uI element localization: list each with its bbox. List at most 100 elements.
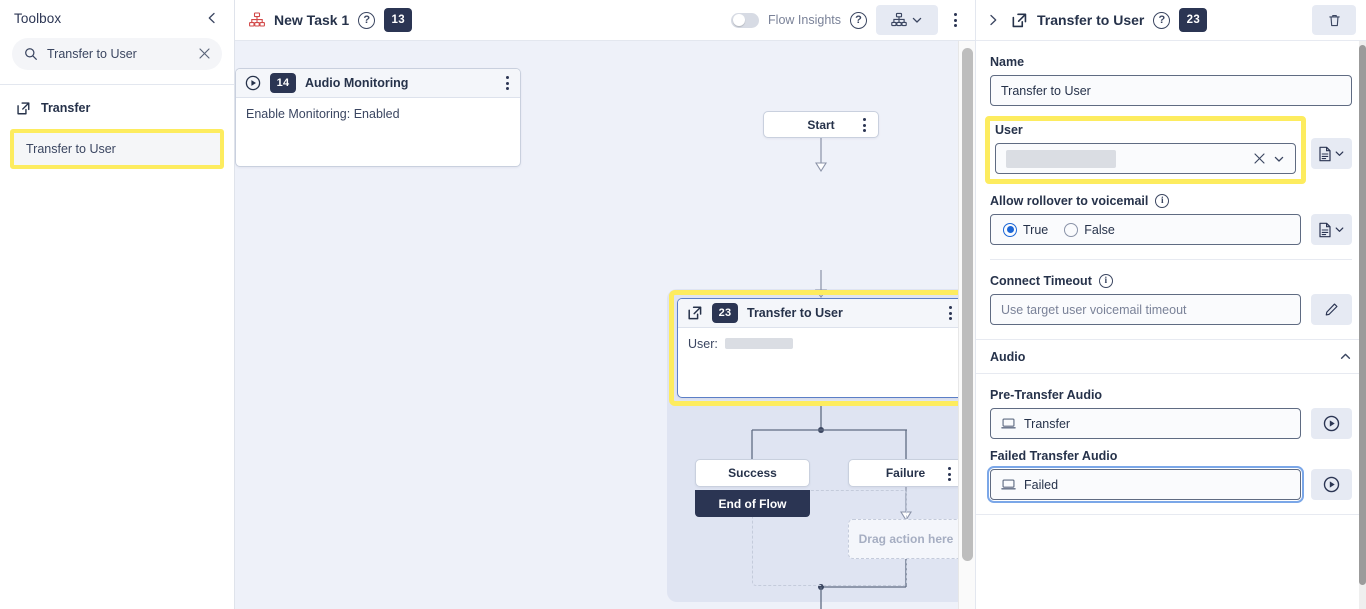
failed-transfer-play-button[interactable]	[1311, 469, 1352, 500]
flow-toolbar: New Task 1 ? 13 Flow Insights ?	[235, 0, 975, 41]
info-icon[interactable]: i	[1098, 274, 1113, 288]
canvas-scrollbar[interactable]	[958, 41, 975, 609]
toolbox-group-transfer: Transfer Transfer to User	[0, 85, 234, 169]
kebab-menu-icon[interactable]	[941, 464, 957, 484]
node-header: 14 Audio Monitoring	[236, 69, 520, 98]
field-failed-transfer-audio: Failed Transfer Audio Failed	[976, 439, 1366, 503]
field-user-highlight: User	[985, 116, 1306, 184]
info-icon[interactable]: i	[1155, 194, 1170, 208]
field-user-row: User	[985, 116, 1352, 184]
flow-insights-toggle[interactable]	[731, 12, 760, 28]
chevron-down-icon[interactable]	[1273, 153, 1285, 165]
toolbox-header: Toolbox	[0, 0, 234, 36]
delete-node-button[interactable]	[1312, 5, 1356, 35]
play-circle-icon	[1323, 476, 1340, 493]
field-connect-timeout-label: Connect Timeout i	[990, 274, 1352, 288]
kebab-menu-icon[interactable]	[499, 73, 515, 93]
external-link-icon	[687, 305, 703, 321]
field-name-label: Name	[990, 55, 1025, 69]
field-failed-transfer-label: Failed Transfer Audio	[990, 449, 1118, 463]
pre-transfer-play-button[interactable]	[1311, 408, 1352, 439]
field-user-label: User	[995, 123, 1023, 137]
chevron-left-icon[interactable]	[202, 8, 222, 28]
connect-timeout-text: Connect Timeout	[990, 274, 1092, 288]
radio-true[interactable]: True	[1003, 222, 1048, 237]
divider	[0, 84, 234, 85]
user-select[interactable]	[995, 143, 1296, 174]
pre-transfer-audio-input[interactable]: Transfer	[990, 408, 1301, 439]
section-audio-header[interactable]: Audio	[976, 339, 1366, 374]
end-of-flow-node[interactable]: End of Flow	[695, 490, 810, 517]
radio-false-circle	[1064, 222, 1079, 237]
failed-transfer-audio-value: Failed	[1024, 477, 1059, 492]
help-circle-icon[interactable]: ?	[1153, 11, 1171, 29]
panel-header: Transfer to User ? 23	[976, 0, 1366, 41]
node-start[interactable]: Start	[763, 111, 879, 138]
branch-success-label: Success	[728, 466, 777, 480]
trash-icon	[1327, 13, 1342, 28]
help-circle-icon[interactable]: ?	[358, 11, 376, 29]
close-icon[interactable]	[1254, 153, 1265, 164]
chevron-up-icon[interactable]	[1339, 350, 1352, 363]
search-icon	[24, 47, 38, 61]
branch-failure[interactable]: Failure	[848, 459, 963, 487]
node-start-label: Start	[807, 117, 835, 132]
node-badge: 14	[270, 73, 296, 93]
help-circle-icon-insights[interactable]: ?	[850, 11, 867, 29]
sitemap-icon-view	[891, 12, 907, 28]
play-circle-icon	[1323, 415, 1340, 432]
field-allow-rollover-label: Allow rollover to voicemail i	[990, 194, 1352, 208]
connect-timeout-edit-button[interactable]	[1311, 294, 1352, 325]
field-pre-transfer-label: Pre-Transfer Audio	[990, 388, 1103, 402]
search-input[interactable]: Transfer to User	[12, 38, 222, 70]
toolbox-group-label: Transfer	[41, 101, 91, 115]
panel-body: Name Transfer to User User	[976, 41, 1366, 609]
field-user: User	[976, 106, 1366, 184]
kebab-menu-icon[interactable]	[947, 10, 963, 30]
sitemap-icon	[249, 12, 265, 28]
toolbox-title: Toolbox	[14, 10, 62, 26]
connect-timeout-input[interactable]: Use target user voicemail timeout	[990, 294, 1301, 325]
chevron-down-icon	[1334, 148, 1345, 159]
radio-false[interactable]: False	[1064, 222, 1115, 237]
divider	[990, 259, 1352, 260]
name-input[interactable]: Transfer to User	[990, 75, 1352, 106]
dropzone-failure[interactable]: Drag action here	[848, 519, 964, 559]
user-expression-button[interactable]	[1311, 138, 1352, 169]
flow-canvas-column: New Task 1 ? 13 Flow Insights ?	[235, 0, 975, 609]
branch-success[interactable]: Success	[695, 459, 810, 487]
allow-rollover-text: Allow rollover to voicemail	[990, 194, 1149, 208]
toolbox-item-highlight: Transfer to User	[10, 129, 224, 169]
kebab-menu-icon[interactable]	[942, 303, 958, 323]
sidebar-item-transfer-to-user[interactable]: Transfer to User	[14, 133, 220, 165]
allow-rollover-expression-button[interactable]	[1311, 214, 1352, 245]
external-link-icon	[16, 101, 31, 116]
panel-scrollbar[interactable]	[1359, 41, 1366, 609]
flow-canvas[interactable]: Start 14 Audio Monitoring Enable Monitor…	[235, 41, 975, 609]
close-icon[interactable]	[199, 47, 210, 61]
failed-transfer-audio-input[interactable]: Failed	[987, 466, 1304, 503]
field-connect-timeout-row: Use target user voicemail timeout	[990, 294, 1352, 325]
divider-wrap	[976, 259, 1366, 260]
field-failed-transfer-row: Failed	[987, 466, 1352, 503]
kebab-menu-icon[interactable]	[856, 115, 872, 135]
panel-scrollbar-thumb[interactable]	[1359, 45, 1366, 585]
field-pre-transfer-row: Transfer	[990, 408, 1352, 439]
node-body: Enable Monitoring: Enabled	[246, 107, 400, 121]
field-connect-timeout: Connect Timeout i Use target user voicem…	[976, 274, 1366, 325]
node-transfer-to-user[interactable]: 23 Transfer to User User:	[677, 298, 964, 398]
allow-rollover-radio-group[interactable]: True False	[990, 214, 1301, 245]
canvas-scrollbar-thumb[interactable]	[962, 48, 973, 561]
flow-badge: 13	[384, 8, 413, 32]
field-name: Name Transfer to User	[976, 41, 1366, 106]
radio-false-label: False	[1084, 222, 1115, 237]
section-audio-title: Audio	[990, 349, 1026, 364]
chevron-right-icon[interactable]	[984, 11, 1002, 29]
view-mode-button[interactable]	[876, 5, 938, 35]
node-audio-monitoring[interactable]: 14 Audio Monitoring Enable Monitoring: E…	[235, 68, 521, 167]
field-pre-transfer-audio: Pre-Transfer Audio Transfer	[976, 374, 1366, 439]
pre-transfer-audio-value: Transfer	[1024, 416, 1071, 431]
node-body: User:	[678, 328, 963, 360]
node-title: Transfer to User	[747, 306, 843, 320]
